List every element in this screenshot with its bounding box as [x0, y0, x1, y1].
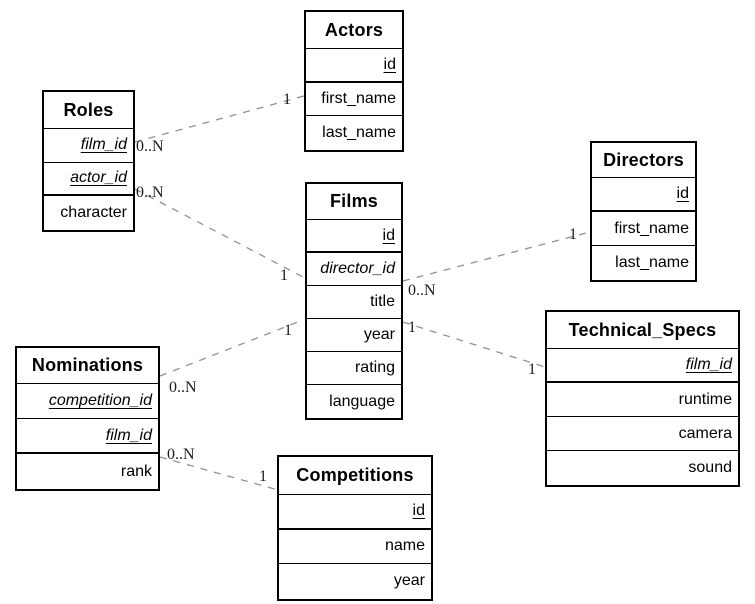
field-row-film-id: film_id — [17, 419, 158, 454]
cardinality-label: 1 — [283, 91, 291, 108]
field-row-year: year — [279, 564, 431, 599]
entity-table-title: Nominations — [17, 348, 158, 384]
field-label: first_name — [321, 89, 396, 107]
cardinality-label: 1 — [284, 322, 292, 339]
relationship-line-films-technical-specs — [402, 321, 546, 368]
field-row-film-id: film_id — [44, 129, 133, 163]
entity-table-title: Films — [307, 184, 401, 220]
field-row-id: id — [592, 178, 695, 212]
field-label: last_name — [322, 123, 396, 141]
field-label: last_name — [615, 254, 689, 271]
entity-table-roles[interactable]: Roles film_id actor_id character — [42, 90, 135, 232]
relationship-line-roles-films — [134, 188, 304, 278]
field-label: film_id — [80, 136, 127, 154]
field-label: language — [329, 392, 395, 410]
field-label: year — [393, 572, 425, 590]
cardinality-label: 1 — [528, 361, 536, 378]
relationship-line-films-directors — [402, 231, 591, 282]
field-row-title: title — [307, 286, 401, 319]
relationship-line-nominations-competitions — [159, 456, 279, 491]
field-row-runtime: runtime — [547, 383, 738, 417]
relationship-line-roles-actors — [134, 95, 305, 143]
entity-table-title: Roles — [44, 92, 133, 129]
field-row-name: name — [279, 530, 431, 564]
entity-table-title: Technical_Specs — [547, 312, 738, 349]
cardinality-label: 1 — [259, 468, 267, 485]
field-label: id — [412, 502, 425, 520]
field-label: camera — [678, 424, 732, 442]
field-row-first-name: first_name — [306, 83, 402, 116]
field-label: actor_id — [70, 169, 127, 187]
entity-table-title: Actors — [306, 12, 402, 49]
field-label: title — [370, 293, 395, 310]
field-label: id — [383, 55, 396, 73]
field-row-film-id: film_id — [547, 349, 738, 383]
field-label: rating — [354, 359, 395, 376]
field-label: sound — [688, 459, 732, 476]
cardinality-label: 0..N — [408, 282, 436, 299]
entity-table-directors[interactable]: Directors id first_name last_name — [590, 141, 697, 282]
field-row-language: language — [307, 385, 401, 418]
field-row-id: id — [307, 220, 401, 253]
cardinality-label: 0..N — [169, 379, 197, 396]
field-row-actor-id: actor_id — [44, 163, 133, 196]
field-row-character: character — [44, 196, 133, 230]
cardinality-label: 0..N — [136, 138, 164, 155]
entity-table-title: Competitions — [279, 457, 431, 495]
cardinality-label: 1 — [408, 319, 416, 336]
field-label: film_id — [105, 426, 152, 444]
field-label: character — [60, 203, 127, 221]
field-row-last-name: last_name — [592, 246, 695, 280]
field-row-rank: rank — [17, 454, 158, 489]
field-row-director-id: director_id — [307, 253, 401, 286]
cardinality-label: 0..N — [136, 184, 164, 201]
field-row-year: year — [307, 319, 401, 352]
field-row-camera: camera — [547, 417, 738, 451]
cardinality-label: 1 — [569, 226, 577, 243]
entity-table-actors[interactable]: Actors id first_name last_name — [304, 10, 404, 152]
field-row-id: id — [306, 49, 402, 83]
field-row-id: id — [279, 495, 431, 530]
field-row-last-name: last_name — [306, 116, 402, 150]
field-label: year — [363, 326, 395, 343]
field-label: id — [676, 185, 689, 202]
cardinality-label: 1 — [280, 267, 288, 284]
field-label: director_id — [320, 260, 395, 277]
field-row-first-name: first_name — [592, 212, 695, 246]
field-row-competition-id: competition_id — [17, 384, 158, 419]
field-label: first_name — [614, 219, 689, 237]
field-label: rank — [120, 462, 152, 480]
entity-table-competitions[interactable]: Competitions id name year — [277, 455, 433, 601]
field-label: competition_id — [48, 392, 152, 409]
entity-table-title: Directors — [592, 143, 695, 178]
field-label: id — [382, 226, 395, 244]
field-label: name — [384, 537, 425, 555]
field-row-sound: sound — [547, 451, 738, 485]
cardinality-label: 0..N — [167, 446, 195, 463]
field-label: runtime — [678, 390, 732, 408]
field-label: film_id — [685, 356, 732, 373]
field-row-rating: rating — [307, 352, 401, 385]
relationship-line-nominations-films — [159, 319, 304, 377]
